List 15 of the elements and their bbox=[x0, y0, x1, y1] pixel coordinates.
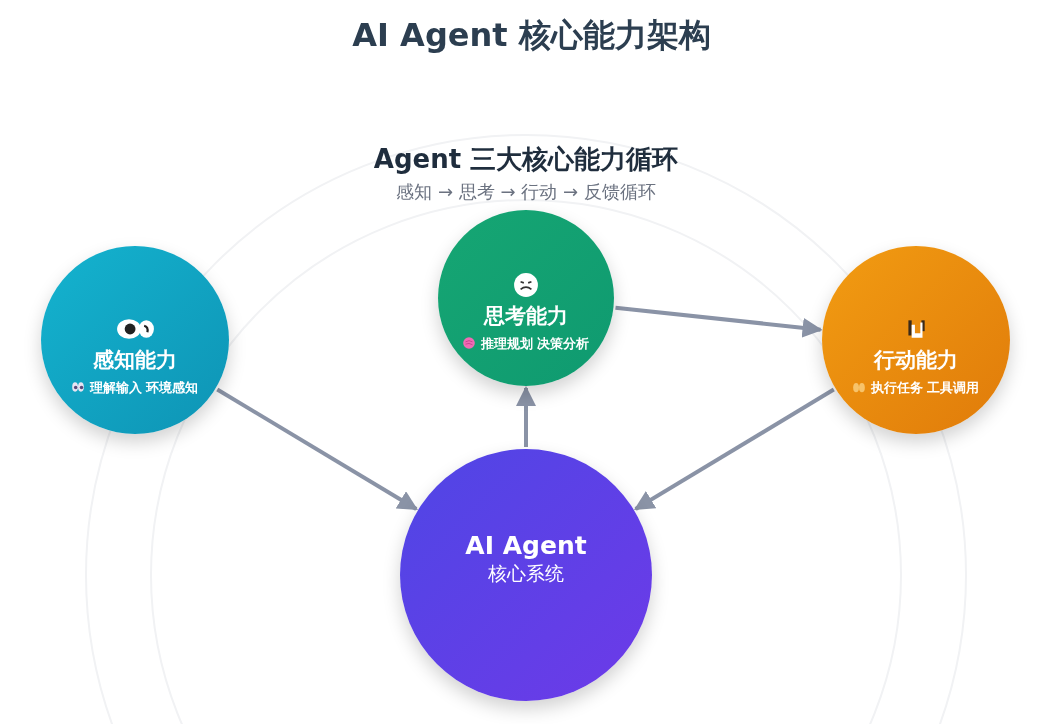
arrow bbox=[216, 387, 418, 511]
node-title: 行动能力 bbox=[874, 347, 958, 374]
node-description: 核心系统 bbox=[488, 564, 564, 583]
section-heading: Agent 三大核心能力循环 bbox=[372, 143, 680, 176]
node-title: 感知能力 bbox=[93, 347, 177, 374]
subtitle: 感知 → 思考 → 行动 → 反馈循环 bbox=[395, 180, 657, 204]
node-title: AI Agent bbox=[465, 531, 587, 560]
arrow bbox=[615, 305, 823, 338]
arrow bbox=[516, 386, 536, 447]
node-description: 推理规划 决策分析 bbox=[480, 335, 590, 353]
arrow bbox=[633, 387, 835, 511]
node-description: 理解输入 环境感知 bbox=[89, 379, 199, 397]
node-description: 执行任务 工具调用 bbox=[870, 379, 980, 397]
node-title: 思考能力 bbox=[484, 303, 568, 330]
title: AI Agent 核心能力架构 bbox=[351, 15, 712, 56]
